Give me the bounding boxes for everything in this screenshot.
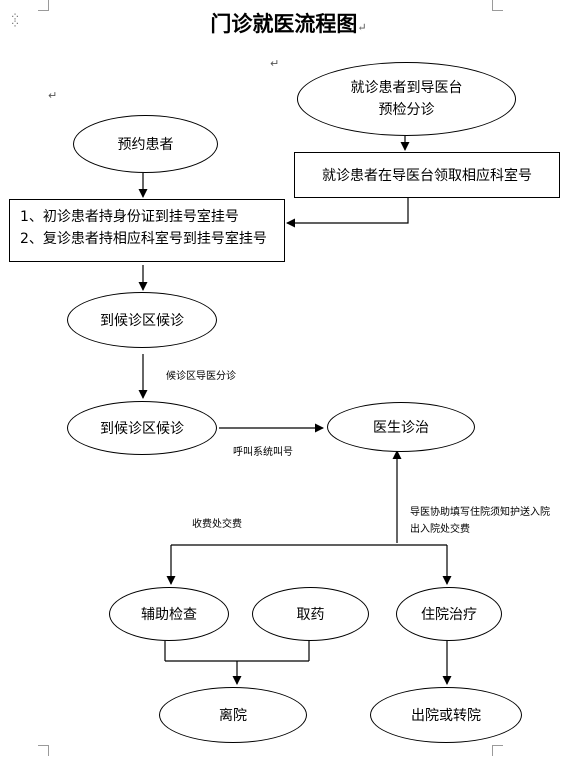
reserved-label: 预约患者 — [117, 137, 174, 153]
node-get-number: 就诊患者在导医台领取相应科室号 — [294, 152, 560, 198]
return-mark-icon: ↵ — [270, 57, 280, 70]
register-line1: 1、初诊患者持身份证到挂号室挂号 — [20, 209, 239, 225]
node-leave: 离院 — [159, 687, 307, 743]
node-reserved-patient: 预约患者 — [73, 115, 218, 173]
node-waiting-1: 到候诊区候诊 — [67, 292, 217, 348]
hospitalize-label: 住院治疗 — [421, 607, 477, 623]
edge-label-pay: 收费处交费 — [192, 519, 242, 530]
node-doctor: 医生诊治 — [327, 402, 475, 452]
page-corner-bottom-left — [38, 745, 49, 756]
title-text: 门诊就医流程图 — [210, 11, 358, 36]
page-title: 门诊就医流程图↵ — [0, 8, 577, 38]
waiting-2-label: 到候诊区候诊 — [100, 421, 184, 437]
edge-label-triage: 候诊区导医分诊 — [166, 371, 236, 382]
guide-desk-line2: 预检分诊 — [378, 102, 435, 118]
leave-label: 离院 — [219, 708, 247, 724]
node-aux-exam: 辅助检查 — [109, 587, 229, 641]
node-discharge: 出院或转院 — [370, 687, 522, 743]
register-line2: 2、复诊患者持相应科室号到挂号室挂号 — [20, 231, 267, 247]
paragraph-mark-icon: ↵ — [357, 21, 367, 34]
page-corner-bottom-right — [492, 745, 503, 756]
edge-label-admit-1: 导医协助填写住院须知护送入院 — [410, 507, 550, 518]
edge-label-admit-2: 出入院处交费 — [410, 524, 470, 535]
get-number-label: 就诊患者在导医台领取相应科室号 — [322, 168, 532, 184]
node-waiting-2: 到候诊区候诊 — [67, 401, 217, 455]
aux-exam-label: 辅助检查 — [141, 607, 197, 623]
page-corner-top-right — [492, 0, 503, 11]
node-medicine: 取药 — [252, 587, 369, 641]
node-guide-desk: 就诊患者到导医台 预检分诊 — [297, 62, 516, 136]
node-hospitalize: 住院治疗 — [396, 587, 502, 641]
page-corner-top-left — [38, 0, 49, 11]
waiting-1-label: 到候诊区候诊 — [100, 313, 184, 329]
node-register: 1、初诊患者持身份证到挂号室挂号 2、复诊患者持相应科室号到挂号室挂号 — [9, 199, 285, 262]
doctor-label: 医生诊治 — [373, 420, 429, 436]
move-handle-icon[interactable]: ⁘⁘ — [10, 10, 20, 31]
edge-label-call: 呼叫系统叫号 — [233, 447, 293, 458]
guide-desk-line1: 就诊患者到导医台 — [350, 80, 463, 96]
discharge-label: 出院或转院 — [411, 708, 481, 724]
medicine-label: 取药 — [296, 607, 325, 623]
return-mark-icon: ↵ — [48, 89, 58, 102]
arrow-number-to-register — [286, 198, 409, 228]
